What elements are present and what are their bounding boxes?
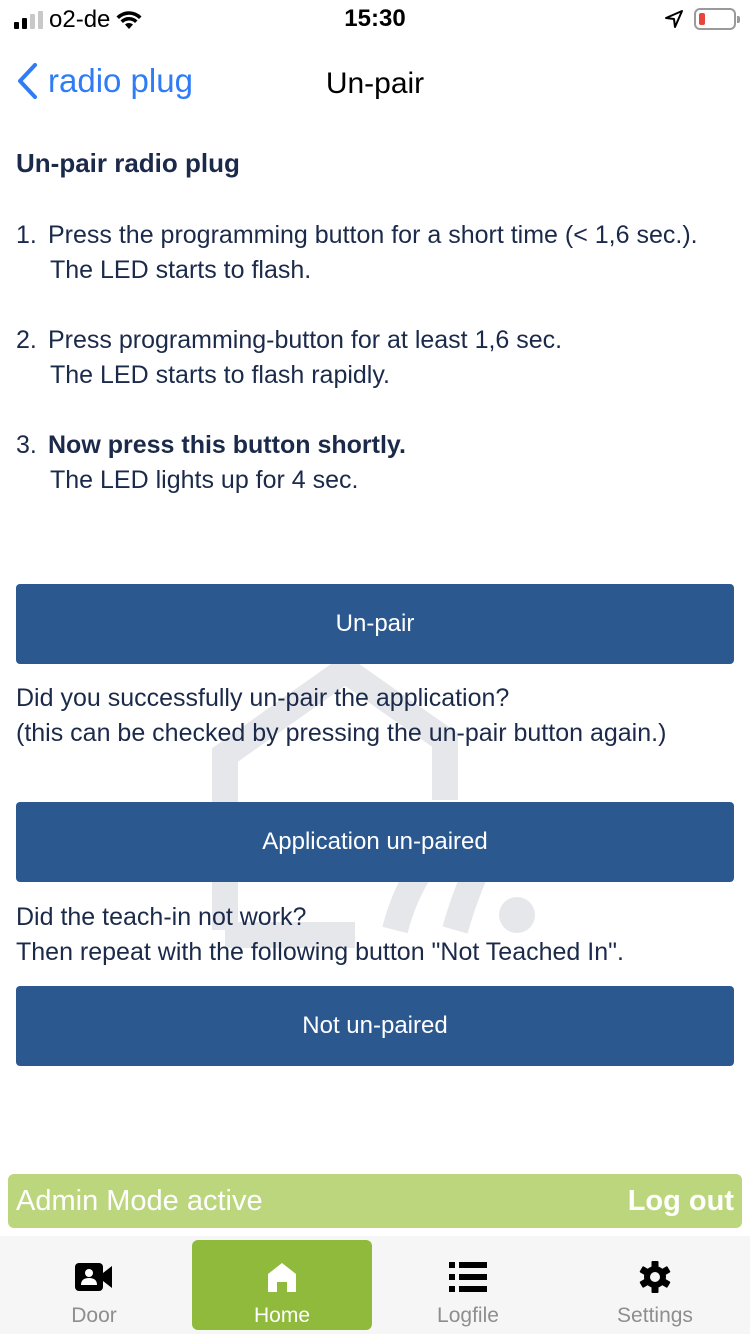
- step-3: 3.Now press this button shortly. The LED…: [16, 431, 406, 494]
- tab-settings[interactable]: Settings: [565, 1240, 745, 1330]
- unpair-button[interactable]: Un-pair: [16, 584, 734, 664]
- tab-label: Settings: [617, 1304, 693, 1327]
- tab-door[interactable]: Door: [4, 1240, 184, 1330]
- section-heading: Un-pair radio plug: [16, 148, 240, 178]
- admin-mode-label: Admin Mode active: [16, 1184, 263, 1217]
- status-right: [664, 8, 740, 30]
- back-button[interactable]: radio plug: [16, 62, 193, 100]
- location-arrow-icon: [665, 10, 683, 28]
- back-label: radio plug: [48, 62, 193, 99]
- unpair-question: Did you successfully un-pair the applica…: [16, 684, 667, 747]
- teach-in-question: Did the teach-in not work? Then repeat w…: [16, 903, 624, 966]
- tab-bar: Door Home Logfile: [0, 1236, 750, 1334]
- not-unpaired-button[interactable]: Not un-paired: [16, 986, 734, 1066]
- tab-label: Logfile: [437, 1304, 499, 1327]
- wifi-icon: [116, 11, 142, 29]
- video-camera-icon: [75, 1263, 112, 1291]
- list-icon: [449, 1262, 487, 1292]
- navigation-bar: radio plug Un-pair: [0, 40, 750, 130]
- signal-icon: [14, 11, 43, 29]
- logout-button[interactable]: Log out: [627, 1184, 734, 1217]
- home-icon: [268, 1263, 296, 1292]
- page-title: Un-pair: [325, 67, 425, 100]
- status-bar: o2-de 15:30: [0, 0, 750, 40]
- chevron-left-icon: [18, 63, 37, 99]
- tab-home[interactable]: Home: [192, 1240, 372, 1330]
- step-1: 1.Press the programming button for a sho…: [16, 221, 698, 284]
- tab-logfile[interactable]: Logfile: [378, 1240, 558, 1330]
- application-unpaired-button[interactable]: Application un-paired: [16, 802, 734, 882]
- tab-label: Home: [253, 1304, 311, 1327]
- admin-mode-banner: Admin Mode active Log out: [8, 1174, 742, 1228]
- gear-icon: [639, 1261, 671, 1293]
- status-left: o2-de: [14, 6, 142, 34]
- step-2: 2.Press programming-button for at least …: [16, 326, 563, 389]
- battery-icon: [694, 8, 740, 30]
- clock: 15:30: [344, 5, 406, 32]
- carrier-label: o2-de: [49, 6, 111, 33]
- tab-label: Door: [71, 1304, 117, 1327]
